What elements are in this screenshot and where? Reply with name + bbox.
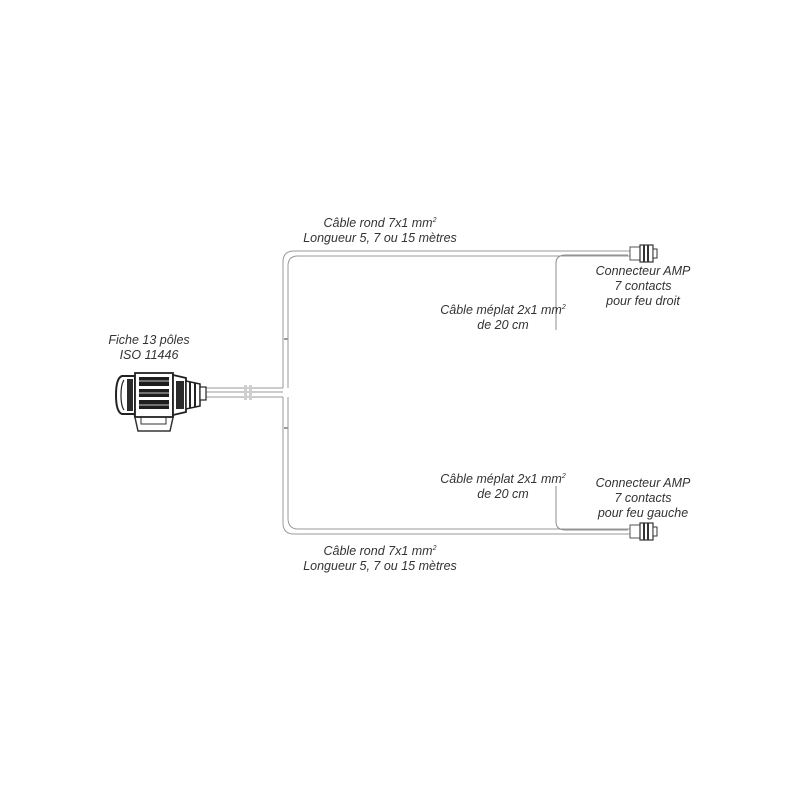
bottom-cable-label-line1: Câble rond 7x1 mm2 xyxy=(323,544,437,558)
top-cable-label: Câble rond 7x1 mm2 Longueur 5, 7 ou 15 m… xyxy=(288,216,472,246)
amp-connector-right xyxy=(629,244,658,263)
top-round-cable xyxy=(282,250,632,388)
plug-label-line1: Fiche 13 pôles xyxy=(108,333,190,347)
left-connector-label-line3: pour feu gauche xyxy=(597,506,689,520)
plug-label-line2: ISO 11446 xyxy=(119,348,179,362)
bottom-cable-label-line2: Longueur 5, 7 ou 15 mètres xyxy=(303,559,457,573)
right-flat-cable-label-line1: Câble méplat 2x1 mm2 xyxy=(440,303,566,317)
left-flat-cable-label-line1: Câble méplat 2x1 mm2 xyxy=(440,472,566,486)
left-connector-label-line1: Connecteur AMP xyxy=(595,476,691,490)
right-connector-label: Connecteur AMP 7 contacts pour feu droit xyxy=(583,264,703,309)
bottom-round-cable xyxy=(282,397,632,535)
left-connector-label: Connecteur AMP 7 contacts pour feu gauch… xyxy=(583,476,703,521)
right-connector-label-line3: pour feu droit xyxy=(606,294,680,308)
top-cable-label-line1: Câble rond 7x1 mm2 xyxy=(323,216,437,230)
right-flat-cable-label: Câble méplat 2x1 mm2 de 20 cm xyxy=(428,303,578,333)
plug-label: Fiche 13 pôles ISO 11446 xyxy=(104,333,194,363)
top-cable-label-line2: Longueur 5, 7 ou 15 mètres xyxy=(303,231,457,245)
amp-connector-left xyxy=(629,522,658,541)
bottom-flat-cable xyxy=(555,486,628,531)
right-connector-label-line1: Connecteur AMP xyxy=(595,264,691,278)
top-flat-cable xyxy=(555,254,628,330)
right-flat-cable-label-line2: de 20 cm xyxy=(477,318,529,332)
left-flat-cable-label: Câble méplat 2x1 mm2 de 20 cm xyxy=(428,472,578,502)
plug-13-pin xyxy=(114,372,252,432)
bottom-cable-label: Câble rond 7x1 mm2 Longueur 5, 7 ou 15 m… xyxy=(288,544,472,574)
left-flat-cable-label-line2: de 20 cm xyxy=(477,487,529,501)
left-connector-label-line2: 7 contacts xyxy=(614,491,672,505)
right-connector-label-line2: 7 contacts xyxy=(614,279,672,293)
